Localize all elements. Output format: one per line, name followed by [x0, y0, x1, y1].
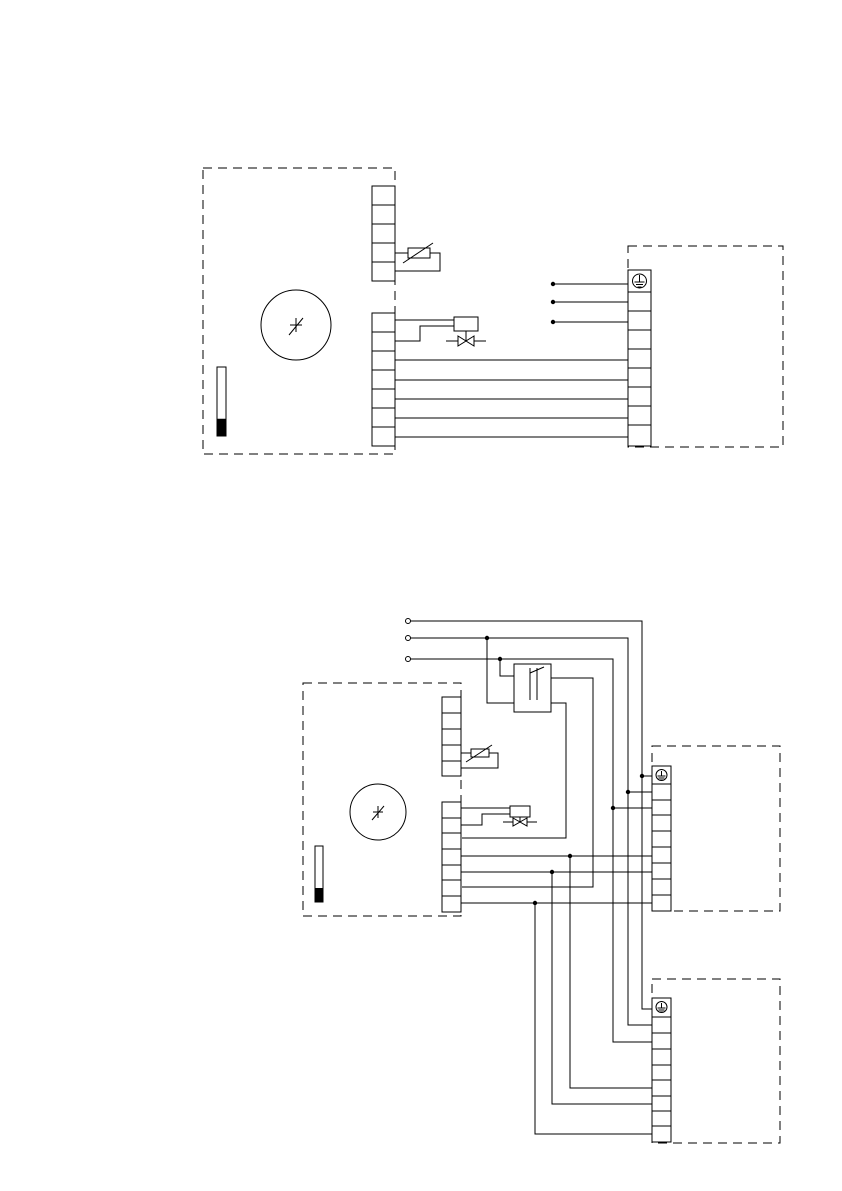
bottom-unit-terminal-block-upper	[442, 697, 461, 776]
bottom-interconnect-wires	[461, 854, 652, 1134]
level-gauge-icon	[217, 367, 226, 436]
bottom-remote-2-terminal-block	[652, 998, 671, 1142]
level-gauge-icon	[315, 846, 323, 902]
solenoid-valve-icon	[461, 806, 537, 826]
top-circuit	[203, 168, 783, 454]
bottom-unit-terminal-block-lower	[442, 802, 461, 912]
top-unit-terminal-block-upper	[372, 186, 395, 281]
bottom-supply-taps	[611, 774, 652, 810]
bottom-unit-enclosure	[303, 683, 461, 916]
top-remote-terminal-block	[628, 270, 651, 446]
thermistor-icon	[461, 745, 498, 768]
bottom-circuit	[303, 619, 780, 1144]
changeover-switch-icon	[462, 636, 593, 887]
top-unit-terminal-block-lower	[372, 313, 395, 446]
top-unit-enclosure	[203, 168, 395, 454]
top-supply-terminals	[551, 282, 628, 324]
top-interconnect-wires	[395, 360, 628, 437]
bottom-remote-1-terminal-block	[652, 766, 671, 911]
fan-motor-icon	[350, 784, 406, 840]
fan-motor-icon	[261, 290, 331, 360]
thermistor-icon	[395, 243, 440, 271]
solenoid-valve-icon	[395, 317, 486, 346]
